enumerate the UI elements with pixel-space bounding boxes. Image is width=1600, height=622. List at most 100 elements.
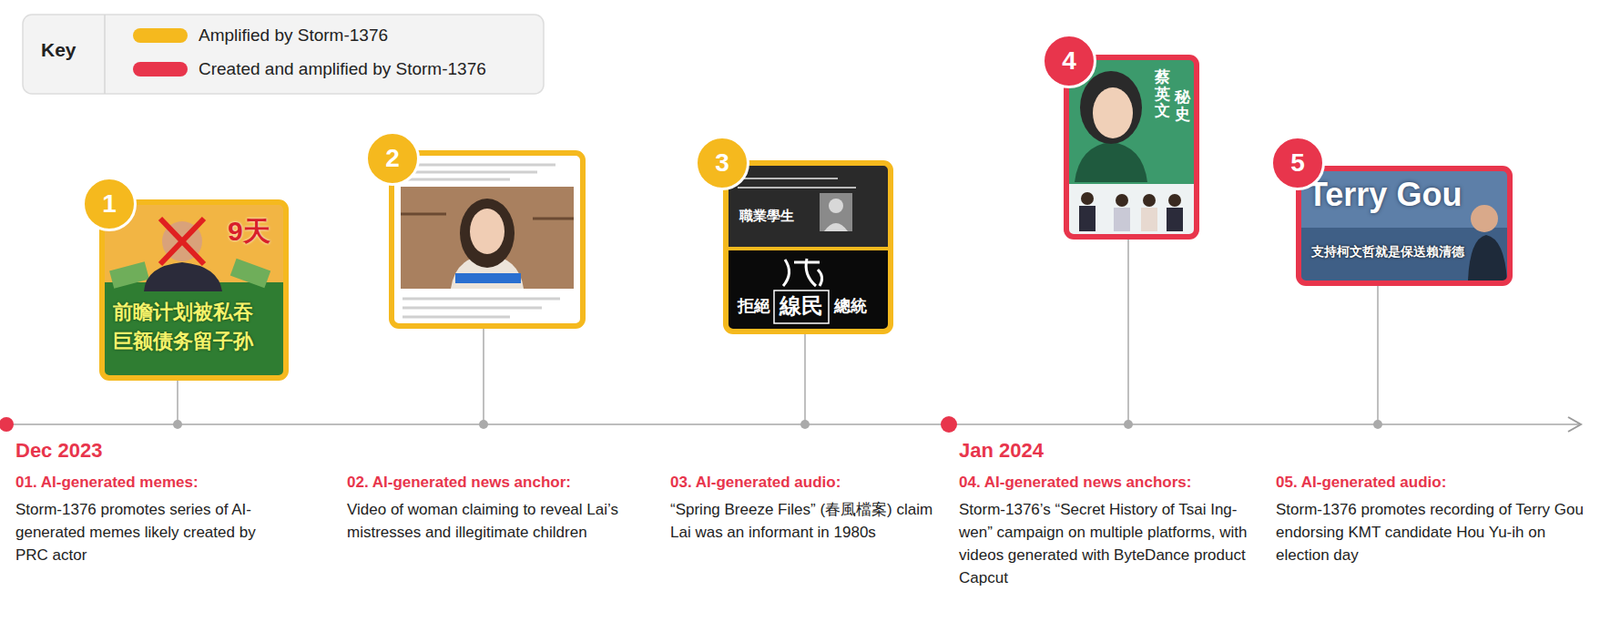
timeline-axis bbox=[5, 423, 1580, 426]
text-line bbox=[737, 177, 838, 180]
anchor-figure bbox=[1113, 207, 1131, 232]
anchor-figure bbox=[1080, 192, 1094, 205]
callout-text: 5 bbox=[1290, 148, 1305, 178]
leader-line bbox=[1376, 283, 1379, 425]
portrait bbox=[819, 193, 853, 232]
text-line bbox=[402, 306, 542, 310]
photo-title: Terry Gou bbox=[1307, 174, 1462, 215]
callout-text: 4 bbox=[1061, 46, 1077, 76]
photo-caption: 支持柯文哲就是保送賴清德 bbox=[1311, 244, 1465, 260]
card-frame bbox=[101, 202, 286, 378]
text-line bbox=[402, 171, 538, 174]
card-frame bbox=[1066, 57, 1197, 237]
man-figure bbox=[143, 262, 223, 292]
text-line bbox=[402, 297, 561, 301]
money-bill bbox=[109, 261, 150, 289]
timeline-dot bbox=[173, 419, 183, 429]
word-box bbox=[774, 290, 829, 324]
legend-divider bbox=[103, 14, 106, 94]
poster-title: 蔡英文 bbox=[1154, 69, 1171, 121]
man-figure bbox=[1467, 234, 1508, 281]
cross-mark bbox=[160, 218, 204, 265]
entry-heading: 03. AI-generated audio: bbox=[670, 473, 944, 492]
card-divider bbox=[728, 246, 888, 251]
audio-text: 線民 bbox=[779, 293, 824, 320]
meme-ground bbox=[104, 204, 284, 376]
month-marker bbox=[940, 416, 958, 433]
timeline-dot bbox=[1373, 419, 1383, 429]
money-bill bbox=[230, 258, 271, 288]
anchor-figure bbox=[1115, 193, 1129, 207]
photo-ground bbox=[1301, 171, 1508, 281]
anchor-figure bbox=[1166, 207, 1183, 232]
meme-text: 9天 bbox=[227, 214, 271, 248]
portrait bbox=[828, 198, 844, 214]
leader-line bbox=[176, 377, 179, 425]
audio-text: 職業學生 bbox=[739, 207, 795, 225]
meme-ground bbox=[104, 282, 284, 376]
audio-text: 拒絕 bbox=[737, 296, 771, 317]
anchor-figure bbox=[1142, 193, 1156, 207]
entry-heading: 04. AI-generated news anchors: bbox=[958, 473, 1260, 492]
caption-bar bbox=[455, 273, 521, 284]
poster-title: 秘史 bbox=[1174, 89, 1191, 123]
text-line bbox=[402, 178, 510, 182]
entry-body: Storm-1376’s “Secret History of Tsai Ing… bbox=[958, 498, 1255, 590]
card-frame bbox=[391, 152, 583, 327]
entry-heading: 02. AI-generated news anchor: bbox=[346, 473, 657, 492]
callout-text: 2 bbox=[385, 143, 400, 174]
leader-line bbox=[482, 326, 485, 425]
portrait bbox=[824, 223, 848, 232]
post-ground bbox=[391, 152, 583, 327]
calligraphy bbox=[783, 258, 823, 286]
shelf bbox=[400, 213, 447, 216]
video-thumbnail bbox=[391, 152, 583, 327]
audio-thumbnail bbox=[725, 163, 891, 332]
callout-number: 1 bbox=[81, 176, 137, 232]
entry-heading: 05. AI-generated audio: bbox=[1275, 473, 1590, 492]
woman-figure bbox=[1080, 71, 1142, 144]
woman-figure bbox=[1092, 87, 1133, 139]
anchor-figure bbox=[1141, 207, 1158, 232]
legend-swatch bbox=[132, 61, 188, 77]
entry-heading: 01. AI-generated memes: bbox=[15, 473, 316, 492]
leader-line bbox=[804, 331, 806, 425]
news-thumbnail bbox=[1066, 57, 1197, 237]
audio-ground bbox=[728, 165, 888, 248]
text-line bbox=[737, 186, 857, 189]
audio-ground bbox=[728, 250, 888, 329]
legend-box bbox=[22, 14, 544, 94]
leader-line bbox=[1127, 236, 1130, 425]
callout-text: 3 bbox=[714, 148, 730, 178]
entry-body: Video of woman claiming to reveal Lai’s … bbox=[346, 498, 639, 544]
date-label: Dec 2023 bbox=[15, 438, 102, 463]
text-line bbox=[402, 315, 510, 319]
legend-text: Created and amplified by Storm-1376 bbox=[198, 59, 487, 80]
card-frame bbox=[1298, 168, 1510, 284]
meme-text: 巨额债务留子孙 bbox=[112, 329, 254, 354]
timeline-dot bbox=[478, 419, 489, 429]
poster-ground bbox=[1069, 60, 1194, 235]
callout-text: 1 bbox=[101, 189, 117, 219]
callout-number: 3 bbox=[694, 135, 750, 191]
entry-body: Storm-1376 promotes series of AI-generat… bbox=[15, 498, 289, 567]
timeline-arrow bbox=[1568, 417, 1581, 432]
legend-text: Amplified by Storm-1376 bbox=[198, 25, 388, 46]
shelf bbox=[532, 217, 574, 221]
date-label: Jan 2024 bbox=[958, 438, 1044, 463]
woman-figure bbox=[469, 208, 505, 255]
woman-figure bbox=[459, 198, 515, 268]
cross-mark bbox=[160, 218, 204, 265]
audio-text: 總統 bbox=[834, 296, 867, 317]
card-frame bbox=[725, 163, 891, 332]
entry-body: Storm-1376 promotes recording of Terry G… bbox=[1275, 498, 1590, 567]
meme-text: 前瞻计划被私吞 bbox=[112, 300, 254, 325]
studio-strip bbox=[1069, 183, 1194, 235]
meme-thumbnail bbox=[101, 202, 286, 378]
speech-thumbnail bbox=[1298, 168, 1510, 284]
month-marker bbox=[0, 417, 14, 432]
text-line bbox=[402, 163, 556, 167]
legend-swatch bbox=[132, 28, 188, 43]
legend-heading: Key bbox=[40, 38, 77, 62]
